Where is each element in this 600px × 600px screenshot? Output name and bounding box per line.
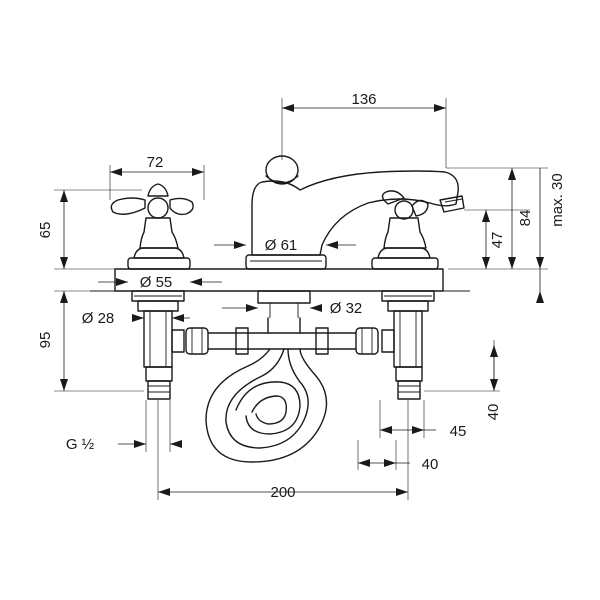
spout [245, 155, 465, 318]
dimension-labels: 136 72 max. 30 84 47 65 95 Ø 61 Ø 55 Ø 3… [37, 91, 566, 501]
dim-ø28-label: Ø 28 [82, 310, 115, 327]
dim-45-label: 45 [450, 423, 467, 440]
dim-ø61-label: Ø 61 [265, 237, 298, 254]
dim-max30-label: max. 30 [549, 173, 566, 226]
dim-65-label: 65 [37, 222, 54, 239]
right-handle [371, 190, 439, 400]
dim-200-label: 200 [270, 484, 295, 501]
dim-95-label: 95 [37, 332, 54, 349]
dim-136-label: 136 [351, 91, 376, 108]
dim-ø32-label: Ø 32 [330, 300, 363, 317]
dim-72-label: 72 [147, 154, 164, 171]
left-handle [110, 183, 194, 400]
dimension-lines [60, 104, 544, 496]
connecting-hoses [185, 317, 379, 463]
dim-ø55-label: Ø 55 [140, 274, 173, 291]
dim-47-label: 47 [489, 232, 506, 249]
extension-lines [54, 98, 548, 500]
dim-40-v-label: 40 [485, 404, 502, 421]
dim-40-h-label: 40 [422, 456, 439, 473]
dim-g12-label: G ½ [66, 436, 95, 453]
dim-84-label: 84 [517, 210, 534, 227]
